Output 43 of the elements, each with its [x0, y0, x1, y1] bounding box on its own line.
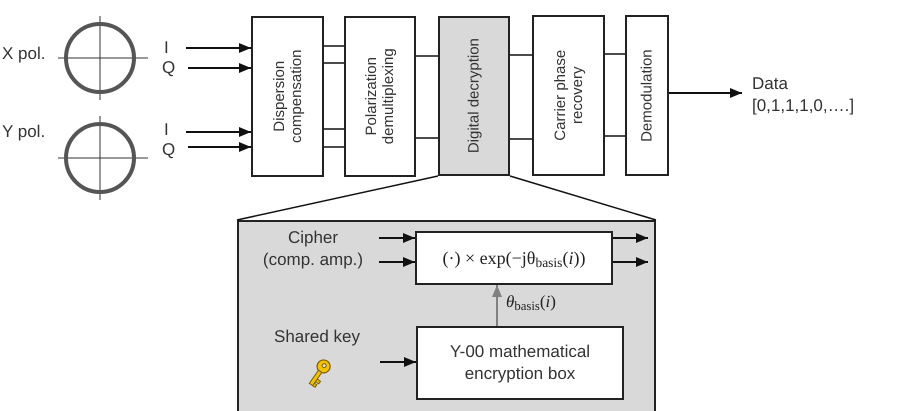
process-box: Y-00 mathematical encryption box [416, 326, 624, 400]
connector-line [416, 55, 438, 57]
connector-line [324, 146, 344, 148]
connector-line [324, 128, 344, 130]
edge-label: θ$_{basis}$(i) [504, 292, 558, 312]
connector-line [510, 54, 532, 56]
signal-label: Q [162, 56, 176, 79]
zoom-line [510, 175, 656, 221]
process-block: Demodulation [625, 15, 669, 176]
arrow [379, 257, 415, 267]
connector-line [416, 137, 438, 139]
arrow [492, 285, 502, 326]
zoom-line [236, 175, 438, 221]
arrow [613, 233, 648, 243]
arrow [379, 233, 415, 243]
connector-line [510, 138, 532, 140]
arrow [188, 63, 251, 73]
text-label: (comp. amp.) [262, 249, 364, 271]
text-label: Shared key [274, 326, 360, 348]
text-label: Cipher [288, 226, 338, 249]
process-block: Polarization demultiplexing [344, 16, 416, 177]
text-label: [0,1,1,1,0,….] [752, 95, 854, 117]
connector-line [605, 53, 625, 55]
signal-label: Q [162, 138, 176, 161]
signal-label: I [164, 36, 169, 59]
process-block: Carrier phase recovery [532, 15, 605, 176]
arrow [186, 43, 251, 53]
zoom-panel [237, 220, 656, 411]
text-label: Data [752, 72, 788, 95]
process-block: Dispersion compensation [251, 16, 324, 177]
signal-label: I [164, 118, 169, 141]
process-block: Digital decryption [438, 16, 510, 176]
polarization-label: X pol. [2, 44, 46, 64]
arrow [669, 88, 742, 98]
polarization-label: Y pol. [2, 122, 46, 142]
arrow [186, 127, 251, 137]
connector-line [324, 45, 344, 47]
connector-line [324, 62, 344, 64]
arrow [188, 142, 251, 152]
connector-line [605, 135, 625, 137]
arrow [613, 257, 648, 267]
formula-box: (·) × exp(−jθ$_{basis}$(i)) [415, 231, 613, 285]
arrow [380, 357, 416, 367]
